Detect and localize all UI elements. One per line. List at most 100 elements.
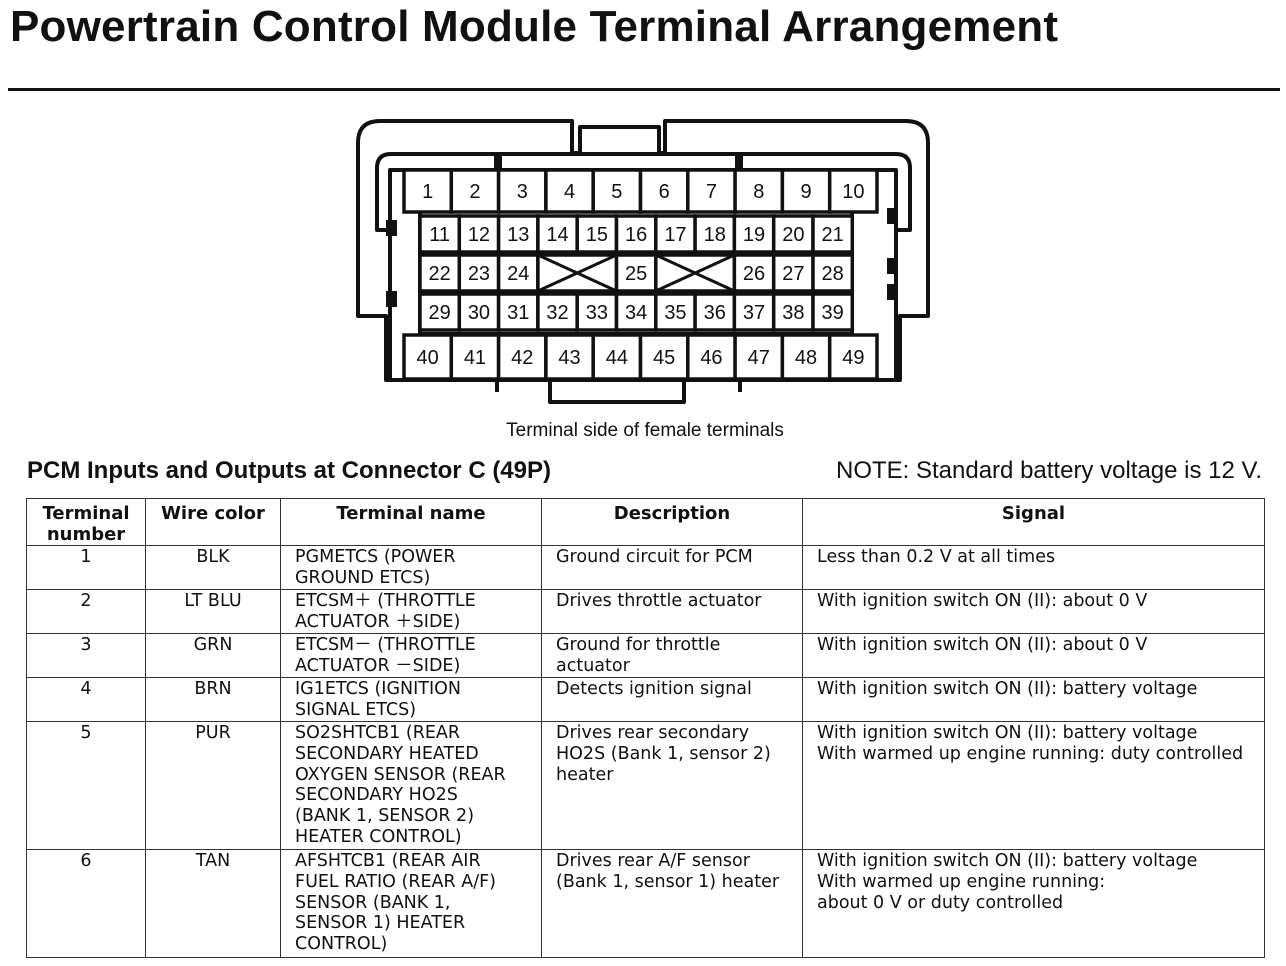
connector-pin-cell [457,214,501,254]
connector-pin-cell [654,292,697,332]
connector-pin-cell [496,292,540,332]
connector-pin-cell [536,214,579,254]
wire-color-cell: BLK [145,545,281,590]
header-wire-color: Wire color [145,498,281,546]
connector-pin-label: 13 [507,224,529,246]
connector-pin-label: 16 [625,224,647,246]
page-title: Powertrain Control Module Terminal Arran… [10,2,1059,51]
connector-pin-cell [402,168,454,214]
connector-pin-cell [811,253,855,293]
connector-pin-label: 28 [822,263,844,285]
terminal-name-cell: SO2SHTCB1 (REAR SECONDARY HEATED OXYGEN … [280,721,542,850]
title-divider [8,88,1280,91]
connector-pin-cell [544,333,595,381]
connector-pin-label: 14 [546,224,568,246]
connector-pin-label: 2 [469,181,480,203]
connector-pin-label: 41 [464,347,486,369]
header-signal: Signal [802,498,1265,546]
terminal-number-cell: 1 [26,545,146,590]
connector-pin-cell [496,333,548,381]
terminal-name-cell: IG1ETCS (IGNITION SIGNAL ETCS) [280,677,542,722]
connector-pin-label: 35 [664,302,686,324]
wire-color-cell: TAN [145,849,281,958]
connector-pin-label: 44 [606,347,628,369]
connector-pin-label: 19 [743,224,765,246]
connector-pin-label: 23 [468,263,490,285]
connector-pin-cell [402,333,454,381]
wire-color-cell: BRN [145,677,281,722]
connector-pin-cell [591,168,643,214]
connector-pin-cell [418,214,462,254]
connector-pin-label: 27 [782,263,804,285]
connector-pin-label: 12 [468,224,490,246]
description-cell: Drives throttle actuator [541,589,803,634]
connector-pin-label: 38 [782,302,804,324]
connector-pin-label: 43 [558,347,580,369]
connector-bottom-key [548,380,686,404]
description-cell: Ground for throttle actuator [541,633,803,678]
description-cell: Ground circuit for PCM [541,545,803,590]
connector-pin-label: 30 [468,302,490,324]
connector-inner-shell [375,152,912,232]
signal-cell: With ignition switch ON (II): about 0 V [802,633,1265,678]
signal-cell: With ignition switch ON (II): about 0 V [802,589,1265,634]
connector-pin-label: 36 [704,302,726,324]
connector-pin-cell [811,292,855,332]
table-header-row: Terminal number Wire color Terminal name… [26,498,1265,546]
connector-pin-cell [732,253,776,293]
connector-pin-label: 10 [842,181,864,203]
connector-pin-label: 4 [564,181,575,203]
connector-pin-cell [496,253,540,293]
connector-pin-label: 11 [429,224,450,246]
connector-pin-label: 46 [700,347,722,369]
terminal-number-cell: 5 [26,721,146,850]
description-cell: Drives rear A/F sensor (Bank 1, sensor 1… [541,849,803,958]
terminal-number-cell: 4 [26,677,146,722]
pin-table: Terminal number Wire color Terminal name… [26,498,1265,958]
terminal-name-cell: ETCSM－ (THROTTLE ACTUATOR －SIDE) [280,633,542,678]
connector-pin-label: 9 [800,181,811,203]
connector-blank-cross [655,253,736,293]
description-cell: Detects ignition signal [541,677,803,722]
terminal-number-cell: 3 [26,633,146,678]
connector-pin-label: 6 [659,181,670,203]
connector-pin-label: 5 [611,181,622,203]
signal-cell: Less than 0.2 V at all times [802,545,1265,590]
signal-cell: With ignition switch ON (II): battery vo… [802,677,1265,722]
connector-pin-label: 7 [706,181,717,203]
connector-pin-label: 37 [743,302,765,324]
wire-color-cell: PUR [145,721,281,850]
connector-pin-label: 15 [586,224,608,246]
header-terminal-number: Terminal number [26,498,146,546]
connector-pin-cell [638,168,690,214]
connector-pin-cell [544,168,595,214]
connector-pin-label: 21 [822,224,844,246]
connector-pin-cell [591,333,643,381]
connector-pin-cell [780,168,832,214]
connector-pin-label: 3 [517,181,528,203]
wire-color-cell: LT BLU [145,589,281,634]
terminal-number-cell: 6 [26,849,146,958]
signal-cell: With ignition switch ON (II): battery vo… [802,849,1265,958]
connector-pin-label: 25 [625,263,647,285]
connector-pin-cell [827,168,879,214]
connector-pin-cell [827,333,879,381]
connector-pin-label: 31 [507,302,529,324]
connector-pin-label: 24 [507,263,529,285]
connector-pin-label: 29 [429,302,451,324]
connector-pin-cell [733,168,785,214]
connector-pin-label: 40 [417,347,439,369]
connector-pin-label: 45 [653,347,675,369]
connector-pin-cell [654,214,697,254]
connector-pin-label: 17 [664,224,686,246]
section-title: PCM Inputs and Outputs at Connector C (4… [27,457,552,484]
signal-cell: With ignition switch ON (II): battery vo… [802,721,1265,850]
